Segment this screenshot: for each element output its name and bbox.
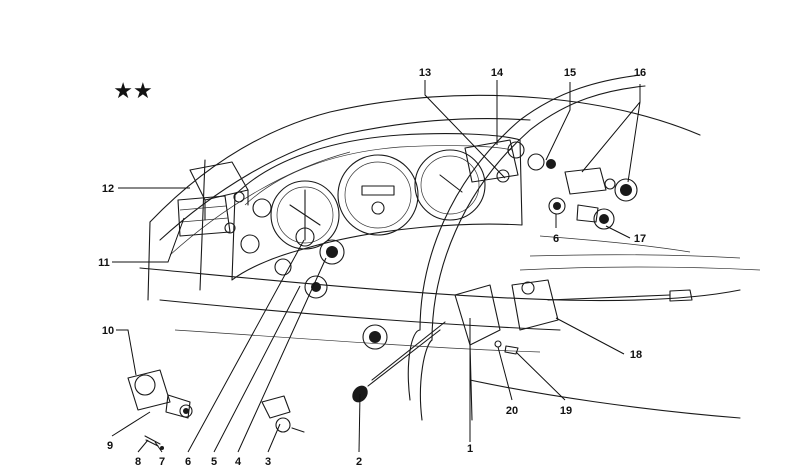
callout-10: 10 bbox=[102, 325, 114, 337]
callout-11: 11 bbox=[98, 257, 110, 269]
callout-4: 4 bbox=[235, 456, 242, 468]
callout-6-left: 6 bbox=[185, 456, 191, 468]
leader-lines bbox=[111, 80, 641, 453]
callout-17: 17 bbox=[634, 233, 646, 245]
callout-8: 8 bbox=[135, 456, 141, 468]
callout-19: 19 bbox=[560, 405, 572, 417]
star-marker: ★★ bbox=[113, 79, 152, 104]
callout-16: 16 bbox=[634, 67, 646, 79]
callout-6-right: 6 bbox=[553, 233, 559, 245]
callout-9: 9 bbox=[107, 440, 113, 452]
dashboard-illustration bbox=[127, 74, 761, 450]
callout-2: 2 bbox=[356, 456, 362, 468]
callout-5: 5 bbox=[211, 456, 217, 468]
callout-7: 7 bbox=[159, 456, 165, 468]
callout-12: 12 bbox=[102, 183, 114, 195]
callout-20: 20 bbox=[506, 405, 518, 417]
callout-3: 3 bbox=[265, 456, 271, 468]
callout-labels: 1 2 3 4 5 6 6 7 8 9 10 11 12 13 14 15 16… bbox=[98, 67, 646, 468]
callout-14: 14 bbox=[491, 67, 504, 79]
callout-15: 15 bbox=[564, 67, 576, 79]
callout-1: 1 bbox=[467, 443, 473, 455]
callout-13: 13 bbox=[419, 67, 431, 79]
callout-18: 18 bbox=[630, 349, 642, 361]
